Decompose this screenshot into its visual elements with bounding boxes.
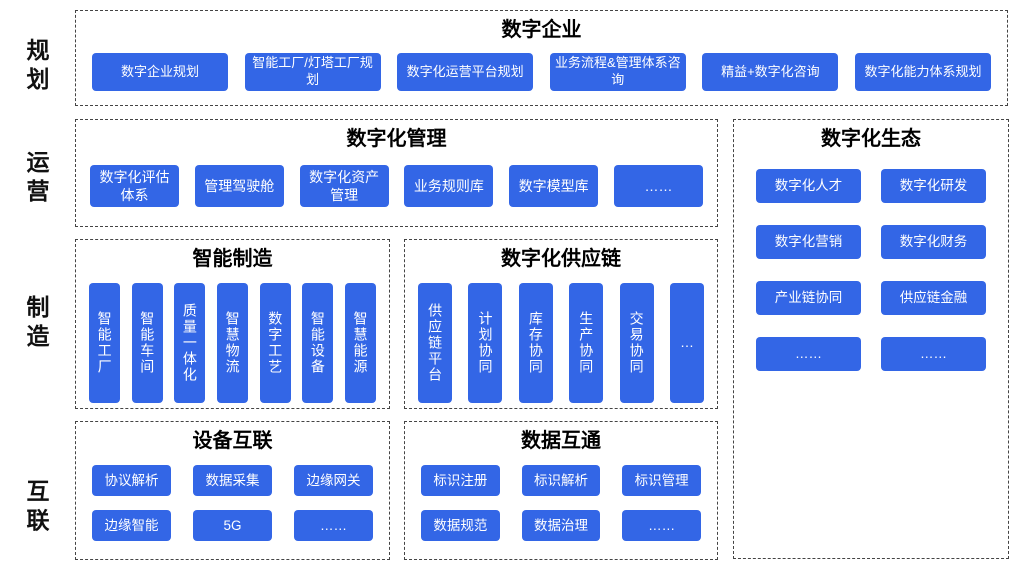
section-intelligent-manufacturing: 智能制造 智能工厂智能车间质量一体化智慧物流数字工艺智能设备智慧能源 bbox=[75, 239, 390, 409]
management-block: 数字化评估体系 bbox=[90, 165, 179, 207]
management-button-row: 数字化评估体系管理驾驶舱数字化资产管理业务规则库数字模型库 …… bbox=[90, 165, 703, 207]
manufacturing-block: 智能车间 bbox=[131, 283, 163, 403]
device-block: …… bbox=[294, 510, 373, 541]
data-block: 数据规范 bbox=[421, 510, 500, 541]
manufacturing-block: 智能工厂 bbox=[89, 283, 120, 403]
section-digital-ecosystem: 数字化生态 数字化人才数字化研发数字化营销数字化财务产业链协同供应链金融 …… …… bbox=[733, 119, 1009, 559]
device-block: 协议解析 bbox=[92, 465, 171, 496]
supply-chain-block: 库存协同 bbox=[518, 283, 553, 403]
management-block: 数字化资产管理 bbox=[299, 165, 389, 207]
supply-chain-block: 生产协同 bbox=[569, 283, 604, 403]
management-block: 管理驾驶舱 bbox=[194, 165, 284, 207]
section-digital-supply-chain-title: 数字化供应链 bbox=[501, 248, 621, 270]
data-block: …… bbox=[622, 510, 701, 541]
ecosystem-block: 数字化研发 bbox=[881, 169, 986, 203]
rail-label-planning: 规划 bbox=[26, 37, 50, 92]
data-block: 标识注册 bbox=[421, 465, 500, 496]
supply-chain-block: … bbox=[669, 283, 704, 403]
enterprise-block: 业务流程&管理体系咨询 bbox=[549, 53, 686, 91]
section-digital-enterprise: 数字企业 数字企业规划智能工厂/灯塔工厂规划数字化运营平台规划业务流程&管理体系… bbox=[75, 10, 1008, 106]
section-digital-supply-chain: 数字化供应链 供应链平台计划协同库存协同生产协同交易协同 … bbox=[404, 239, 718, 409]
section-digital-ecosystem-title: 数字化生态 bbox=[821, 128, 921, 150]
ecosystem-block: …… bbox=[881, 337, 986, 371]
manufacturing-block: 智能设备 bbox=[302, 283, 334, 403]
data-block: 数据治理 bbox=[521, 510, 601, 541]
enterprise-button-row: 数字企业规划智能工厂/灯塔工厂规划数字化运营平台规划业务流程&管理体系咨询精益+… bbox=[92, 53, 991, 91]
section-device-interconnection: 设备互联 协议解析数据采集边缘网关边缘智能 5G …… bbox=[75, 421, 390, 560]
rail-label-operations: 运营 bbox=[26, 149, 50, 204]
ecosystem-block: …… bbox=[756, 337, 861, 371]
supply-chain-block: 交易协同 bbox=[619, 283, 654, 403]
manufacturing-block: 智慧物流 bbox=[216, 283, 248, 403]
section-digital-management-title: 数字化管理 bbox=[346, 128, 447, 150]
device-block: 边缘智能 bbox=[92, 510, 171, 541]
section-digital-management: 数字化管理 数字化评估体系管理驾驶舱数字化资产管理业务规则库数字模型库 …… bbox=[75, 119, 718, 227]
supply-chain-block: 供应链平台 bbox=[418, 283, 452, 403]
ecosystem-button-grid: 数字化人才数字化研发数字化营销数字化财务产业链协同供应链金融 …… …… bbox=[756, 169, 986, 371]
manufacturing-block: 数字工艺 bbox=[259, 283, 291, 403]
manufacturing-block: 智慧能源 bbox=[344, 283, 376, 403]
data-block: 标识管理 bbox=[622, 465, 701, 496]
enterprise-block: 数字化运营平台规划 bbox=[397, 53, 534, 91]
management-block: …… bbox=[613, 165, 703, 207]
rail-label-manufacturing: 制造 bbox=[26, 294, 50, 349]
manufacturing-block: 质量一体化 bbox=[174, 283, 206, 403]
section-digital-enterprise-title: 数字企业 bbox=[501, 19, 582, 41]
data-button-grid: 标识注册标识解析标识管理数据规范数据治理 …… bbox=[421, 465, 701, 541]
section-data-interoperability: 数据互通 标识注册标识解析标识管理数据规范数据治理 …… bbox=[404, 421, 718, 560]
supply-chain-button-row: 供应链平台计划协同库存协同生产协同交易协同 … bbox=[418, 283, 704, 403]
section-intelligent-manufacturing-title: 智能制造 bbox=[192, 248, 273, 270]
ecosystem-block: 供应链金融 bbox=[881, 281, 986, 315]
rail-label-interconnection: 互联 bbox=[26, 478, 50, 533]
management-block: 业务规则库 bbox=[404, 165, 494, 207]
section-data-interoperability-title: 数据互通 bbox=[521, 430, 601, 452]
ecosystem-block: 数字化营销 bbox=[756, 225, 861, 259]
enterprise-block: 数字化能力体系规划 bbox=[854, 53, 991, 91]
device-block: 5G bbox=[193, 510, 272, 541]
supply-chain-block: 计划协同 bbox=[468, 283, 503, 403]
device-button-grid: 协议解析数据采集边缘网关边缘智能 5G …… bbox=[92, 465, 373, 541]
enterprise-block: 智能工厂/灯塔工厂规划 bbox=[244, 53, 381, 91]
section-device-interconnection-title: 设备互联 bbox=[192, 430, 273, 452]
ecosystem-block: 数字化财务 bbox=[881, 225, 986, 259]
ecosystem-block: 产业链协同 bbox=[756, 281, 861, 315]
management-block: 数字模型库 bbox=[509, 165, 599, 207]
device-block: 数据采集 bbox=[193, 465, 272, 496]
ecosystem-block: 数字化人才 bbox=[756, 169, 861, 203]
enterprise-block: 数字企业规划 bbox=[92, 53, 228, 91]
manufacturing-button-row: 智能工厂智能车间质量一体化智慧物流数字工艺智能设备智慧能源 bbox=[89, 283, 376, 403]
enterprise-block: 精益+数字化咨询 bbox=[702, 53, 839, 91]
data-block: 标识解析 bbox=[521, 465, 601, 496]
device-block: 边缘网关 bbox=[294, 465, 373, 496]
